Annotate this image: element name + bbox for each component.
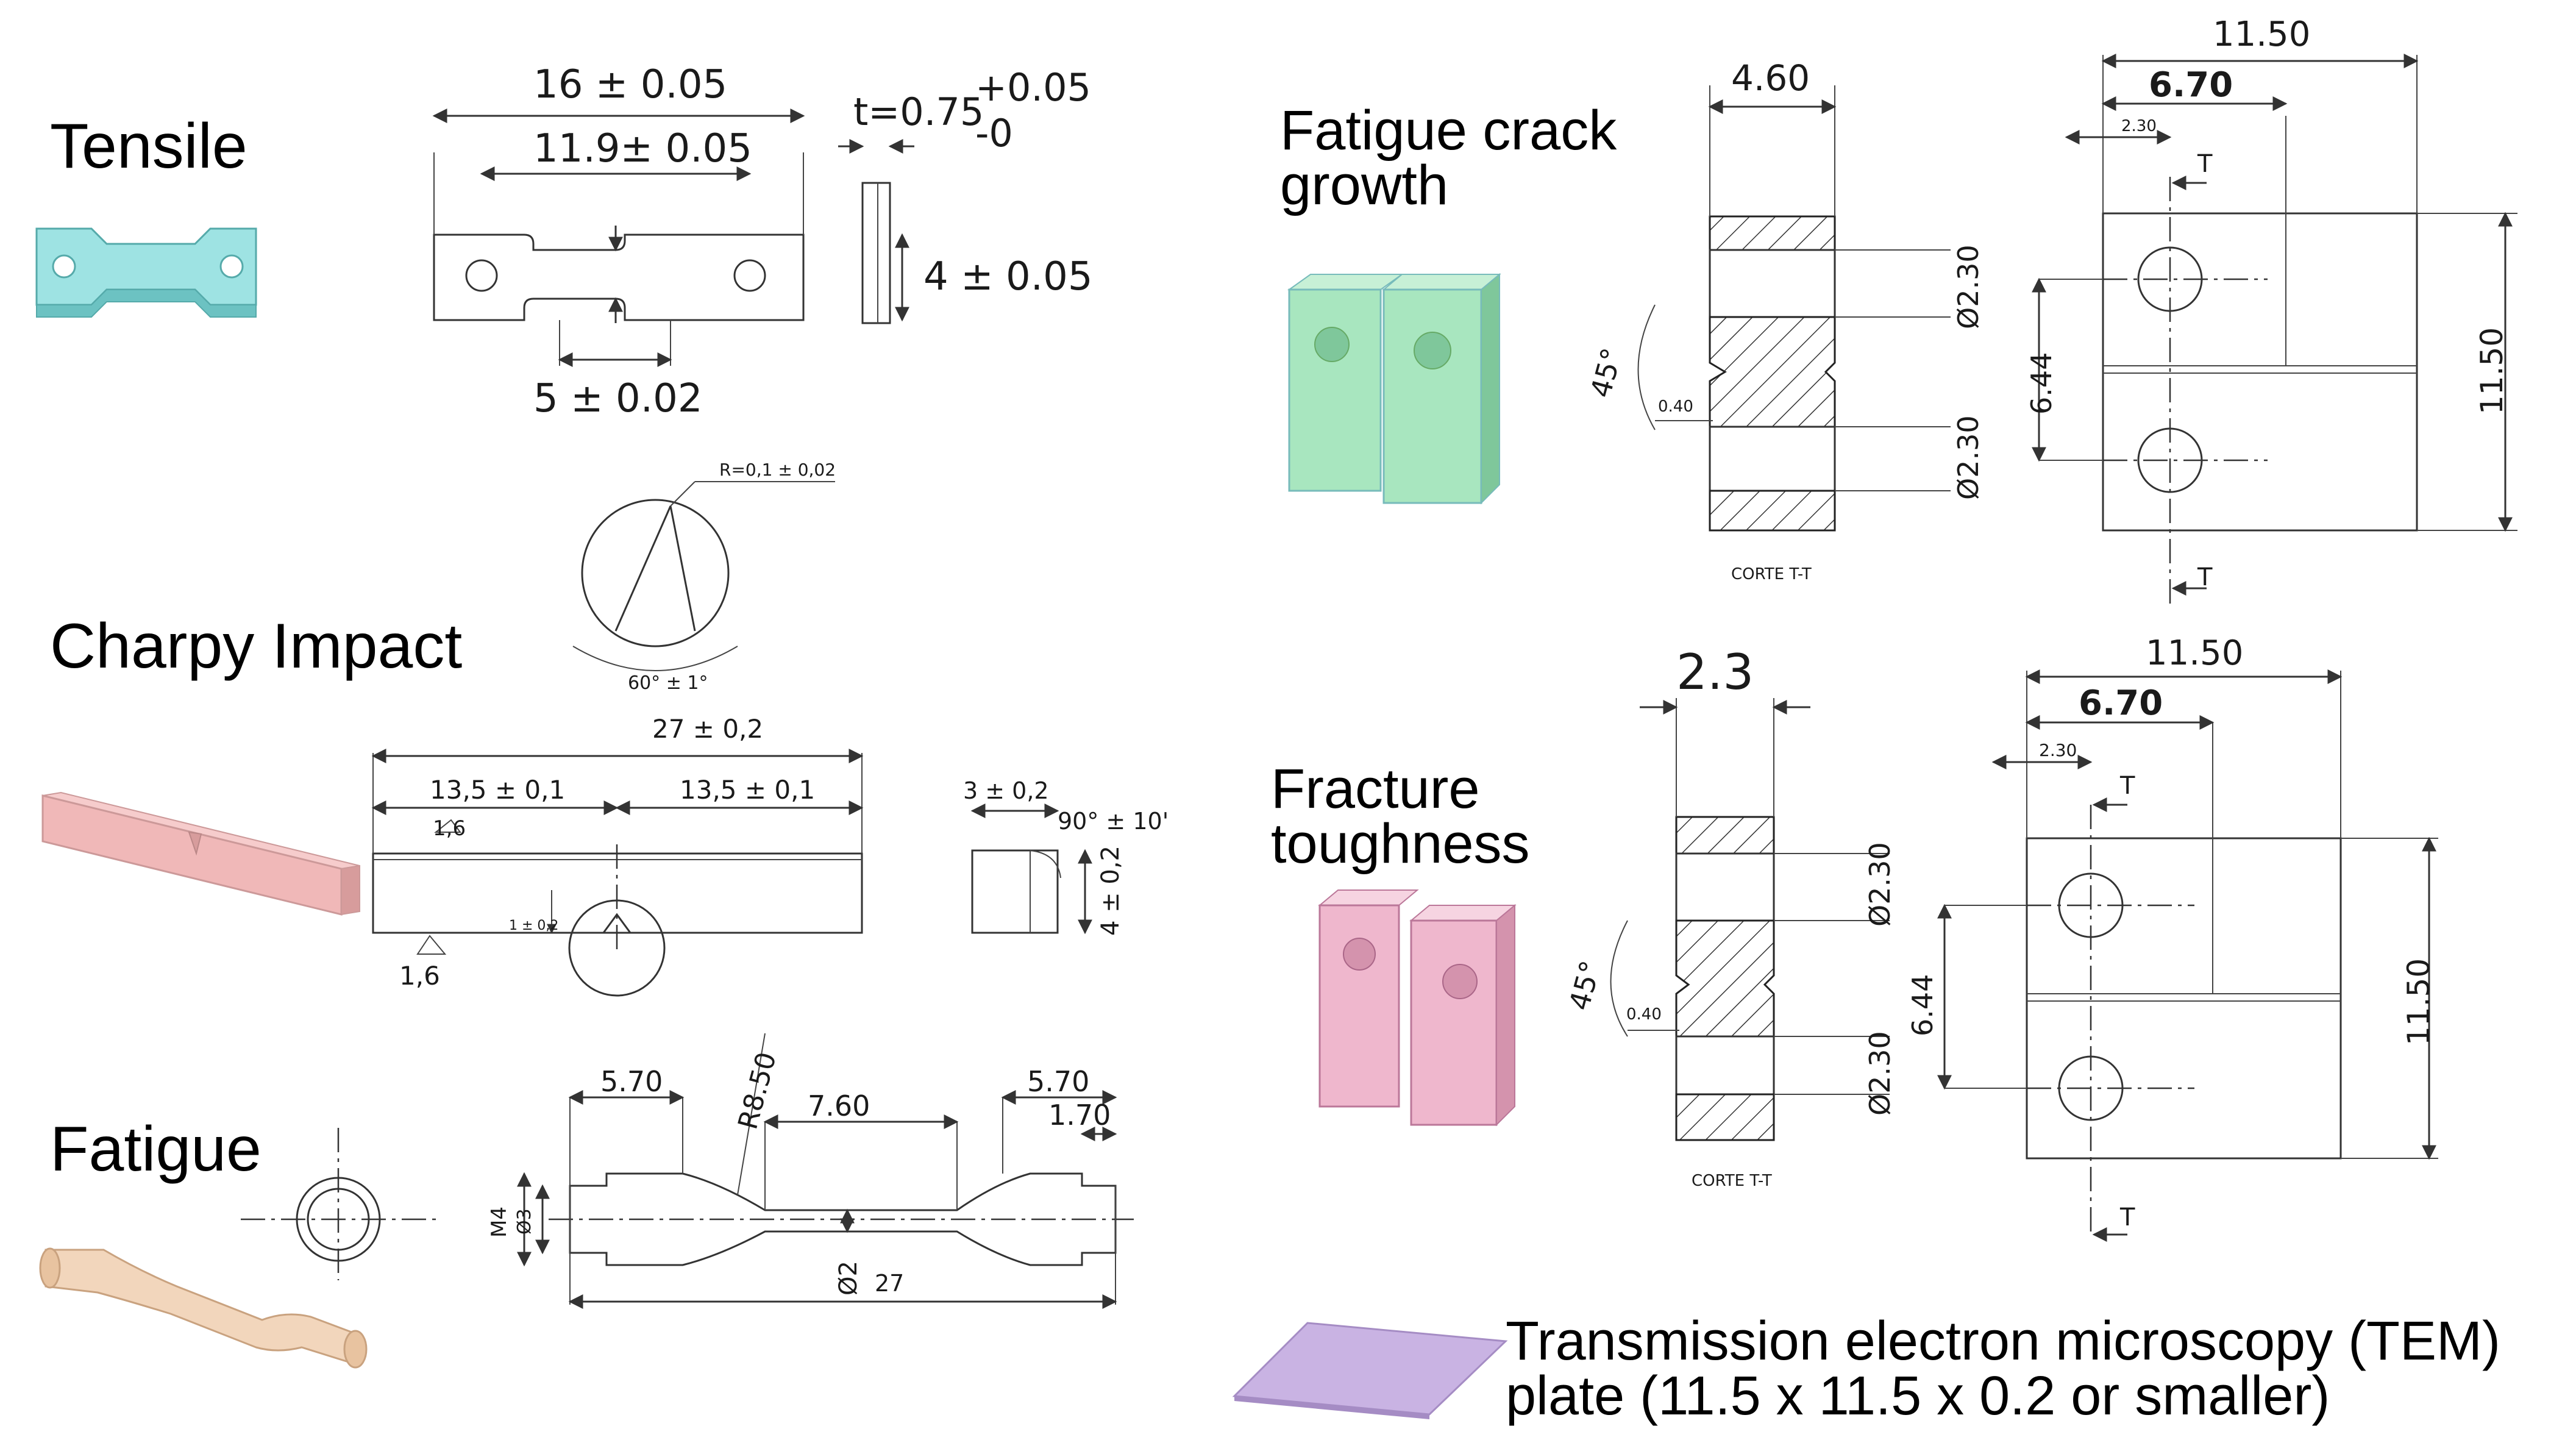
fatigue-drawing: 5.70 7.60 5.70 1.70 R8.50 M4 Ø3 Ø2 27 [487,1033,1134,1309]
charpy-title: Charpy Impact [50,611,462,682]
fracture-title-line2: toughness [1271,813,1530,875]
fatigue-shank-dim: Ø3 [514,1208,535,1235]
tensile-overall-dim: 16 ± 0.05 [533,62,727,107]
fcg-thickness-dim: 4.60 [1731,57,1810,99]
fracture-specimen-3d [1318,889,1517,1127]
fracture-section: Fracture toughness [1271,633,2438,1242]
fcg-height-dim: 11.50 [2474,327,2510,415]
fcg-hole-pos-dim: 2.30 [2121,117,2157,135]
fracture-hole-spacing-dim: 6.44 [1906,974,1939,1036]
charpy-section: Charpy Impact R=0,1 ± 0,02 60° ± 1° [41,460,1169,997]
fracture-notch-dim: 0.40 [1626,1005,1662,1024]
charpy-half-left-dim: 13,5 ± 0,1 [430,775,565,805]
fatigue-shoulder-dim: 1.70 [1048,1099,1111,1132]
tem-title-line1: Transmission electron microscopy (TEM) [1506,1311,2500,1372]
tensile-width-dim: 4 ± 0.05 [923,254,1093,299]
fcg-hole-top-dim: Ø2.30 [1952,244,1985,329]
fcg-notch-pos-dim: 6.70 [2149,65,2233,105]
fcg-hole-spacing-dim: 6.44 [2025,352,2058,415]
fracture-section-view: 2.3 Ø2.30 Ø2.30 45° 0.40 CORTE T-T [1562,644,1896,1190]
fracture-section-mark-top: T [2119,772,2135,800]
fracture-width-dim: 11.50 [2146,633,2243,673]
charpy-depth-dim: 1 ± 0,2 [509,918,558,933]
tem-plate-3d [1232,1322,1508,1419]
charpy-rough-top: 1,6 [433,816,466,841]
fatigue-radius-dim: R8.50 [732,1049,783,1132]
fatigue-end-view [241,1128,436,1280]
fcg-section: Fatigue crack growth [1280,15,2517,604]
charpy-notch-detail: R=0,1 ± 0,02 60° ± 1° [572,460,836,694]
fcg-notch-dim: 0.40 [1658,397,1693,416]
charpy-rough-bottom: 1,6 [399,961,440,991]
fcg-title-line2: growth [1280,154,1448,216]
charpy-specimen-3d [41,791,360,916]
fatigue-specimen-3d [39,1247,368,1369]
fcg-title-line1: Fatigue crack [1280,99,1617,162]
tensile-tol-minus: -0 [975,111,1013,155]
fatigue-thread-dim: M4 [487,1207,511,1238]
fatigue-gauge-dia-dim: Ø2 [834,1261,863,1296]
fracture-hole-pos-dim: 2.30 [2039,740,2077,760]
tem-title-line2: plate (11.5 x 11.5 x 0.2 or smaller) [1506,1366,2330,1427]
fatigue-section: Fatigue [39,1033,1134,1369]
fcg-front-view: 11.50 6.70 2.30 T T 11.50 6.44 [2025,15,2517,604]
fracture-hole-top-dim: Ø2.30 [1863,842,1896,927]
tensile-section: Tensile 16 ± 0. [35,62,1093,421]
fracture-title-line1: Fracture [1271,758,1480,820]
charpy-side-angle-dim: 90° ± 10' [1058,808,1169,835]
fcg-section-label: CORTE T-T [1731,565,1812,583]
fatigue-total-dim: 27 [875,1270,904,1297]
fcg-hole-bottom-dim: Ø2.30 [1952,415,1985,500]
fracture-hole-bottom-dim: Ø2.30 [1863,1031,1896,1116]
fcg-specimen-3d [1287,273,1501,505]
fcg-angle-dim: 45° [1584,344,1628,401]
fcg-section-mark-bottom: T [2197,563,2213,591]
fatigue-grip-right-dim: 5.70 [1027,1065,1089,1098]
tensile-tol-plus: +0.05 [975,65,1091,110]
tensile-specimen-3d [35,227,257,318]
charpy-half-right-dim: 13,5 ± 0,1 [680,775,815,805]
tensile-drawing: 16 ± 0.05 11.9± 0.05 t=0.75 +0.05 -0 4 ±… [432,62,1093,421]
tem-section: Transmission electron microscopy (TEM) p… [1232,1311,2500,1427]
charpy-radius-dim: R=0,1 ± 0,02 [719,460,836,480]
fracture-height-dim: 11.50 [2401,958,2436,1046]
charpy-angle-dim: 60° ± 1° [628,672,708,694]
charpy-side-height-dim: 4 ± 0,2 [1097,846,1125,936]
tensile-gauge-dim: 5 ± 0.02 [533,376,703,421]
charpy-length-dim: 27 ± 0,2 [652,714,763,744]
fracture-section-mark-bottom: T [2119,1203,2135,1231]
fracture-angle-dim: 45° [1562,957,1607,1014]
tensile-holes-dim: 11.9± 0.05 [533,126,752,171]
fcg-section-view: 4.60 Ø2.30 Ø2.30 45° 0.40 CORTE T-T [1584,57,1985,583]
fracture-thickness-dim: 2.3 [1676,644,1754,700]
fcg-section-mark-top: T [2197,150,2213,178]
tensile-thickness-dim: t=0.75 [853,90,984,134]
tensile-title: Tensile [50,111,247,182]
fatigue-title: Fatigue [50,1114,262,1185]
fatigue-grip-left-dim: 5.70 [600,1065,663,1098]
fracture-notch-pos-dim: 6.70 [2079,683,2163,723]
fracture-front-view: 11.50 6.70 2.30 T T 11.50 6.44 [1906,633,2438,1242]
fracture-section-label: CORTE T-T [1692,1172,1772,1190]
charpy-side-width-dim: 3 ± 0,2 [963,777,1049,804]
fatigue-gauge-dim: 7.60 [808,1089,870,1122]
charpy-drawing: 27 ± 0,2 13,5 ± 0,1 13,5 ± 0,1 1,6 1,6 1… [371,714,1169,997]
fcg-width-dim: 11.50 [2213,15,2310,54]
